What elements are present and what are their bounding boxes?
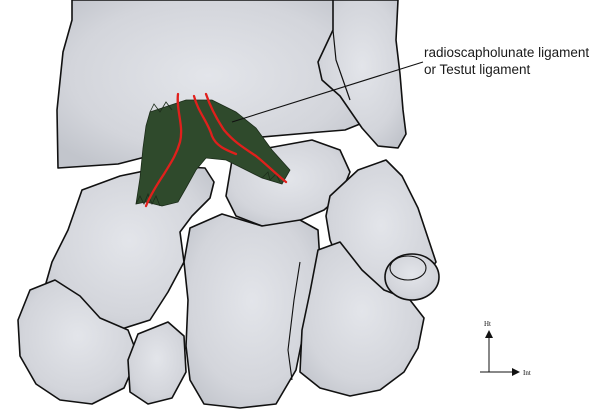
- vertical-axis-label: Ht: [484, 320, 491, 328]
- callout-label-line1: radioscapholunate ligament: [424, 45, 589, 60]
- horizontal-arrowhead-icon: [512, 368, 520, 376]
- capitate-bone: [184, 214, 320, 408]
- vertical-arrowhead-icon: [485, 330, 493, 338]
- callout-label-line2: or Testut ligament: [424, 62, 531, 77]
- trapezoid-bone: [128, 322, 186, 404]
- horizontal-axis-label: Int: [523, 369, 531, 377]
- orientation-indicator: Ht Int: [480, 320, 531, 377]
